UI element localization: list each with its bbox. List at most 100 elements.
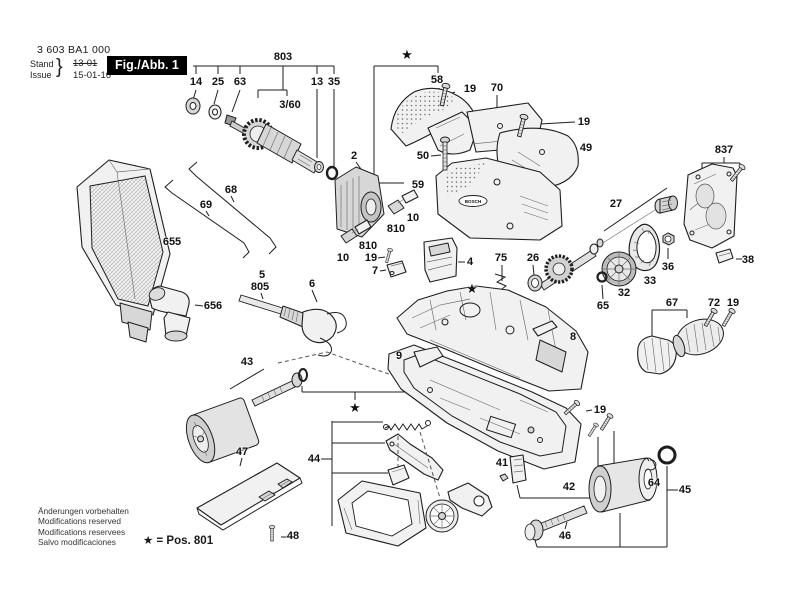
- part-label-803: 803: [273, 51, 293, 63]
- part-label-32: 32: [617, 287, 631, 299]
- part-label-26: 26: [526, 252, 540, 264]
- part-label-10-a: 10: [406, 212, 420, 224]
- clip-64: [644, 457, 657, 472]
- wheel-arm: [447, 482, 493, 517]
- brush-holder-41: [499, 454, 527, 484]
- part-label-6: 6: [308, 278, 316, 290]
- wire-bail-69: [164, 179, 250, 259]
- part-label-45: 45: [678, 484, 692, 496]
- bosch-logo: BOSCH: [465, 199, 482, 204]
- rear-drum: [588, 457, 658, 513]
- part-label-27: 27: [609, 198, 623, 210]
- nut: [662, 232, 675, 246]
- part-label-50: 50: [416, 150, 430, 162]
- part-label-837: 837: [714, 144, 734, 156]
- insert-9: [413, 346, 444, 368]
- part-label-36: 36: [661, 261, 675, 273]
- armature-assembly: [185, 97, 339, 181]
- part-label-41: 41: [495, 457, 509, 469]
- part-label-656: 656: [203, 300, 223, 312]
- cord-clamp: [386, 260, 407, 278]
- roller-shaft-46: [524, 505, 588, 541]
- part-label-10-b: 10: [336, 252, 350, 264]
- armature-core: [256, 123, 302, 164]
- plate-38: [715, 248, 734, 264]
- part-label-49: 49: [579, 142, 593, 154]
- part-label-58: 58: [430, 74, 444, 86]
- tension-wheel: [425, 499, 459, 533]
- part-label-810-b: 810: [358, 240, 378, 252]
- part-label-59: 59: [411, 179, 425, 191]
- bearing-26: [527, 274, 543, 292]
- part-label-44: 44: [307, 453, 321, 465]
- ring-65: [596, 271, 608, 283]
- part-label-33: 33: [643, 275, 657, 287]
- part-label-68: 68: [224, 184, 238, 196]
- screw-48: [268, 524, 276, 542]
- part-label-655: 655: [162, 236, 182, 248]
- part-label-75: 75: [494, 252, 508, 264]
- part-label-7: 7: [371, 265, 379, 277]
- adapter-elbow: [148, 285, 191, 342]
- screw-head: [527, 426, 535, 434]
- belt-frame: [337, 480, 427, 547]
- footer-note: Änderungen vorbehalten: [38, 506, 129, 516]
- part-label-69: 69: [199, 199, 213, 211]
- part-label-70: 70: [490, 82, 504, 94]
- part-label-19-e: 19: [593, 404, 607, 416]
- part-label-star-bottom: ★: [349, 400, 361, 415]
- brace-glyph: }: [56, 56, 63, 78]
- part-label-19-b: 19: [577, 116, 591, 128]
- footer-note: Modifications reserved: [38, 516, 122, 527]
- housing-upper: [396, 285, 589, 392]
- part-label-19-c: 19: [364, 252, 378, 264]
- screw-19-c: [383, 247, 394, 264]
- part-label-65: 65: [596, 300, 610, 312]
- footer-note: Salvo modificaciones: [38, 536, 116, 547]
- carbon-brush-upper: [387, 189, 419, 215]
- part-label-47: 47: [235, 446, 249, 458]
- insert-8: [532, 320, 558, 337]
- footer-note: Modifications reservees: [38, 526, 126, 537]
- part-label-67: 67: [665, 297, 679, 309]
- stator: [334, 166, 385, 238]
- figure-label: Fig./Abb. 1: [107, 56, 187, 75]
- part-label-43: 43: [240, 356, 254, 368]
- part-label-19-a: 19: [463, 83, 477, 95]
- star-legend: ★ = Pos. 801: [143, 535, 214, 547]
- belt-cover: [683, 163, 738, 249]
- knob-front: [637, 335, 677, 375]
- ring-64: [657, 445, 677, 465]
- pinion-gear: [654, 195, 678, 214]
- part-label-19-d: 19: [726, 297, 740, 309]
- belt: [628, 223, 661, 272]
- stand-label: Stand: [30, 59, 54, 69]
- spring: [383, 420, 431, 431]
- part-label-star-mid: ★: [466, 281, 478, 296]
- clamp-plate: [387, 464, 410, 486]
- part-label-64: 64: [647, 477, 661, 489]
- part-label-48: 48: [286, 530, 300, 542]
- part-label-63: 63: [233, 76, 247, 88]
- part-label-5: 5: [258, 269, 266, 281]
- issue-value: 15-01-16: [73, 70, 112, 81]
- gear-shaft: [539, 238, 604, 291]
- issue-label: Issue: [30, 70, 52, 80]
- stand-value: 13-01: [73, 58, 98, 69]
- housing-base: [387, 344, 582, 470]
- front-roller: [185, 368, 308, 464]
- document-part-number: 3 603 BA1 000: [37, 44, 111, 56]
- washer-35: [325, 165, 339, 181]
- part-label-72: 72: [707, 297, 721, 309]
- motor-housing: BOSCH: [435, 157, 563, 241]
- part-label-4: 4: [466, 256, 474, 268]
- part-label-2: 2: [350, 150, 358, 162]
- screw-19-d: [720, 307, 737, 328]
- screw-50: [440, 136, 450, 171]
- carbon-brush-lower: [340, 219, 372, 244]
- wire-bail-68: [188, 161, 277, 255]
- knob-rear: [672, 318, 724, 358]
- part-label-8: 8: [569, 331, 577, 343]
